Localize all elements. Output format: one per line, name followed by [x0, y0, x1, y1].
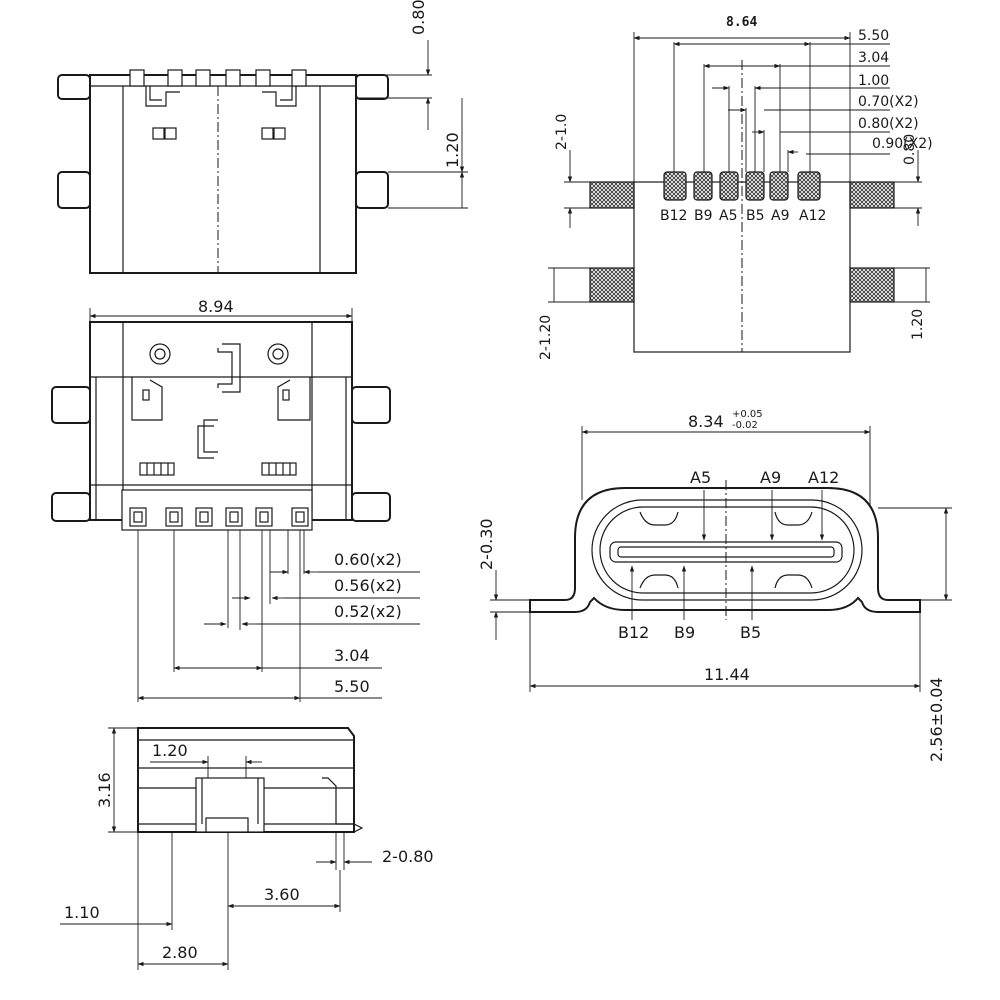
dim-3-04: 3.04: [858, 50, 889, 66]
dim-1-20: 1.20: [443, 132, 462, 168]
pcb-footprint: 8.64 B12 B9 A5 B5 A9 A12 5.50: [538, 15, 933, 360]
pin-label-b5: B5: [740, 623, 761, 642]
pin-label-a5: A5: [690, 468, 711, 487]
dim-0-56: 0.56(x2): [334, 576, 402, 595]
bottom-view: 8.94: [51, 297, 420, 702]
side-view: 1.20 3.16 2-0.80 3.60 1.10 2.80: [60, 727, 434, 970]
dim-5-50: 5.50: [858, 28, 889, 44]
side-tab: [57, 171, 91, 209]
dim-3-16: 3.16: [95, 772, 114, 808]
dim-3-04: 3.04: [334, 646, 370, 665]
dim-5-50: 5.50: [334, 677, 370, 696]
dim-1-10: 1.10: [64, 903, 100, 922]
dim-2-56: 2.56±0.04: [927, 677, 946, 762]
dim-0-80: 0.80(X2): [858, 116, 919, 132]
side-tab: [355, 74, 389, 100]
dim-1-20: 1.20: [152, 741, 188, 760]
dim-0-60: 0.60(x2): [334, 550, 402, 569]
dim-11-44: 11.44: [704, 665, 750, 684]
pin-label: B9: [694, 208, 713, 224]
shield-pad: [849, 267, 895, 303]
dim-0-90: 0.90(X2): [872, 136, 933, 152]
dim-0-80: 0.80: [409, 0, 428, 35]
front-view: 8.34 +0.05 -0.02 A5 A9 A12 B12 B9 B5 2-0…: [477, 409, 952, 762]
dim-2-80: 2.80: [162, 943, 198, 962]
pin-label-b9: B9: [674, 623, 695, 642]
dim-1-20-right: 1.20: [910, 309, 926, 340]
dim-2-0-30: 2-0.30: [477, 518, 496, 570]
dim-2-1-20: 2-1.20: [538, 315, 554, 360]
top-view-body: [89, 74, 357, 274]
dim-2-0-80: 2-0.80: [382, 847, 434, 866]
pin-label: B12: [660, 208, 687, 224]
dim-1-00: 1.00: [858, 73, 889, 89]
shield-pad: [589, 267, 635, 303]
dim-8-64: 8.64: [726, 15, 757, 30]
shell-outline: [529, 487, 921, 613]
dim-0-70: 0.70(X2): [858, 94, 919, 110]
pin-label-a12: A12: [808, 468, 839, 487]
dim-8-34: 8.34: [688, 412, 724, 431]
pin-label: A9: [771, 208, 789, 224]
side-tab: [355, 171, 389, 209]
tolerance-lower: -0.02: [732, 420, 758, 431]
dim-2-1-0: 2-1.0: [554, 114, 570, 150]
pin-label-a9: A9: [760, 468, 781, 487]
side-tab: [57, 74, 91, 100]
shield-pad: [589, 181, 635, 209]
top-pins: [129, 69, 307, 87]
shield-pad: [849, 181, 895, 209]
dim-3-60: 3.60: [264, 885, 300, 904]
side-view-body: [137, 727, 355, 833]
pin-label-b12: B12: [618, 623, 649, 642]
dim-0-52: 0.52(x2): [334, 602, 402, 621]
pin-label: A5: [719, 208, 737, 224]
dim-0-80-right: 0.80: [902, 134, 918, 165]
top-view: 0.80 1.20: [57, 0, 468, 274]
bottom-pins: [129, 507, 309, 527]
pin-label: A12: [799, 208, 826, 224]
pin-label: B5: [746, 208, 765, 224]
tolerance-upper: +0.05: [732, 409, 763, 420]
dim-8-94: 8.94: [198, 297, 234, 316]
